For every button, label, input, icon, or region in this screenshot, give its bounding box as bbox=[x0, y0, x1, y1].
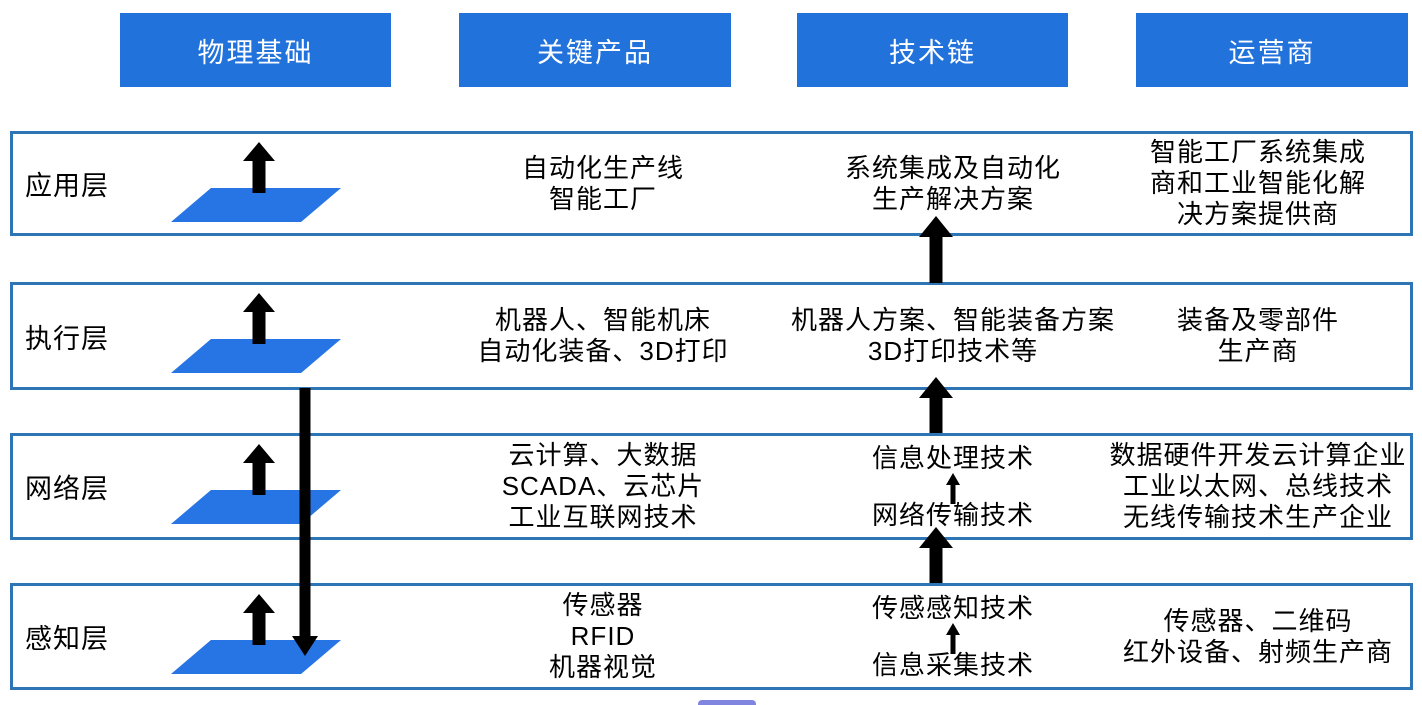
row-perception-layer: 感知层 传感器 RFID 机器视觉 传感感知技术 信息采集技术 传感器、二维码 … bbox=[10, 583, 1413, 690]
row-application-layer: 应用层 自动化生产线 智能工厂 系统集成及自动化 生产解决方案 智能工厂系统集成… bbox=[10, 131, 1413, 236]
products-cell: 传感器 RFID 机器视觉 bbox=[548, 590, 657, 682]
layer-label: 执行层 bbox=[25, 323, 109, 354]
tech-lower-label: 信息采集技术 bbox=[871, 650, 1034, 680]
layer-label: 感知层 bbox=[25, 624, 109, 654]
up-arrow-icon bbox=[243, 293, 275, 344]
tech-upper-label: 信息处理技术 bbox=[871, 443, 1034, 473]
parallelogram-slab bbox=[171, 188, 341, 222]
tech-upper-label: 传感感知技术 bbox=[871, 593, 1034, 623]
up-arrow-icon bbox=[919, 216, 953, 283]
header-label: 关键产品 bbox=[537, 37, 653, 68]
tech-cell: 机器人方案、智能装备方案 3D打印技术等 bbox=[790, 305, 1115, 366]
row-network-layer: 网络层 云计算、大数据 SCADA、云芯片 工业互联网技术 信息处理技术 网络传… bbox=[10, 433, 1413, 540]
products-cell: 云计算、大数据 SCADA、云芯片 工业互联网技术 bbox=[501, 440, 705, 532]
up-arrow-icon bbox=[919, 377, 953, 433]
products-cell: 机器人、智能机床 自动化装备、3D打印 bbox=[477, 305, 729, 366]
operators-cell: 传感器、二维码 红外设备、射频生产商 bbox=[1122, 605, 1393, 667]
products-cell: 自动化生产线 智能工厂 bbox=[521, 152, 684, 214]
up-arrow-icon bbox=[243, 594, 275, 645]
down-arrow-icon bbox=[292, 388, 318, 656]
up-arrow-icon bbox=[946, 473, 960, 504]
header-label: 物理基础 bbox=[197, 37, 314, 68]
tech-cell: 信息处理技术 网络传输技术 bbox=[743, 436, 1163, 537]
layer-label: 应用层 bbox=[25, 171, 109, 201]
header-technology-chain: 技术链 bbox=[797, 13, 1068, 87]
tech-cell: 传感感知技术 信息采集技术 bbox=[743, 586, 1163, 687]
tech-cell: 系统集成及自动化 生产解决方案 bbox=[844, 152, 1061, 214]
parallelogram-slab bbox=[171, 339, 341, 373]
up-arrow-icon bbox=[243, 142, 275, 193]
up-arrow-icon bbox=[946, 623, 960, 654]
operators-cell: 智能工厂系统集成 商和工业智能化解 决方案提供商 bbox=[1149, 137, 1366, 229]
header-physical-foundation: 物理基础 bbox=[120, 13, 391, 87]
up-arrow-icon bbox=[919, 527, 953, 583]
up-arrow-icon bbox=[243, 444, 275, 495]
layer-label: 网络层 bbox=[25, 474, 109, 504]
layer-platform-icon bbox=[171, 293, 341, 377]
operators-cell: 数据硬件开发云计算企业 工业以太网、总线技术 无线传输技术生产企业 bbox=[1109, 440, 1407, 532]
tech-lower-label: 网络传输技术 bbox=[871, 500, 1034, 530]
row-execution-layer: 执行层 机器人、智能机床 自动化装备、3D打印 机器人方案、智能装备方案 3D打… bbox=[10, 282, 1413, 390]
layer-platform-icon bbox=[171, 444, 341, 528]
header-key-products: 关键产品 bbox=[459, 13, 731, 87]
cropped-shape bbox=[698, 700, 756, 705]
header-operators: 运营商 bbox=[1136, 13, 1408, 87]
header-label: 运营商 bbox=[1228, 37, 1316, 68]
operators-cell: 装备及零部件 生产商 bbox=[1176, 305, 1339, 366]
layer-platform-icon bbox=[171, 142, 341, 226]
header-label: 技术链 bbox=[889, 37, 976, 68]
